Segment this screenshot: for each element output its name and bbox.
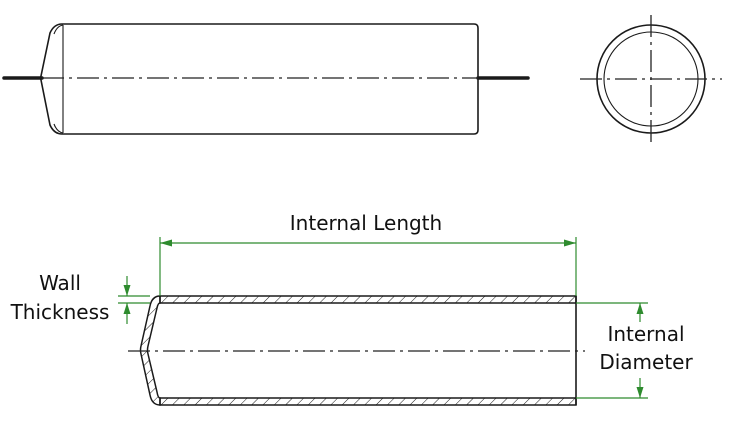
internal-length-label: Internal Length	[290, 211, 442, 235]
internal-diameter-label-line2: Diameter	[599, 350, 693, 374]
internal-diameter-label-line1: Internal	[607, 322, 684, 346]
section-bottom-wall	[159, 397, 577, 406]
section-top-wall	[159, 295, 577, 304]
internal-length-dimension: Internal Length	[159, 211, 577, 296]
wall-arrow-bottom	[123, 303, 131, 314]
internal-diameter-dimension: Internal Diameter	[576, 302, 693, 399]
side-view-body	[39, 23, 479, 135]
diameter-arrow-top	[636, 303, 644, 314]
wall-thickness-label-line2: Thickness	[10, 300, 110, 324]
wall-arrow-top	[123, 285, 131, 296]
length-arrow-right	[564, 239, 576, 247]
diameter-arrow-bottom	[636, 387, 644, 398]
side-view	[2, 23, 530, 135]
wall-thickness-dimension: Wall Thickness	[10, 271, 150, 324]
wall-thickness-label-line1: Wall	[39, 271, 81, 295]
length-arrow-left	[160, 239, 172, 247]
end-view	[580, 15, 722, 143]
section-view	[128, 295, 585, 406]
side-view-chamfer-detail	[53, 24, 64, 134]
